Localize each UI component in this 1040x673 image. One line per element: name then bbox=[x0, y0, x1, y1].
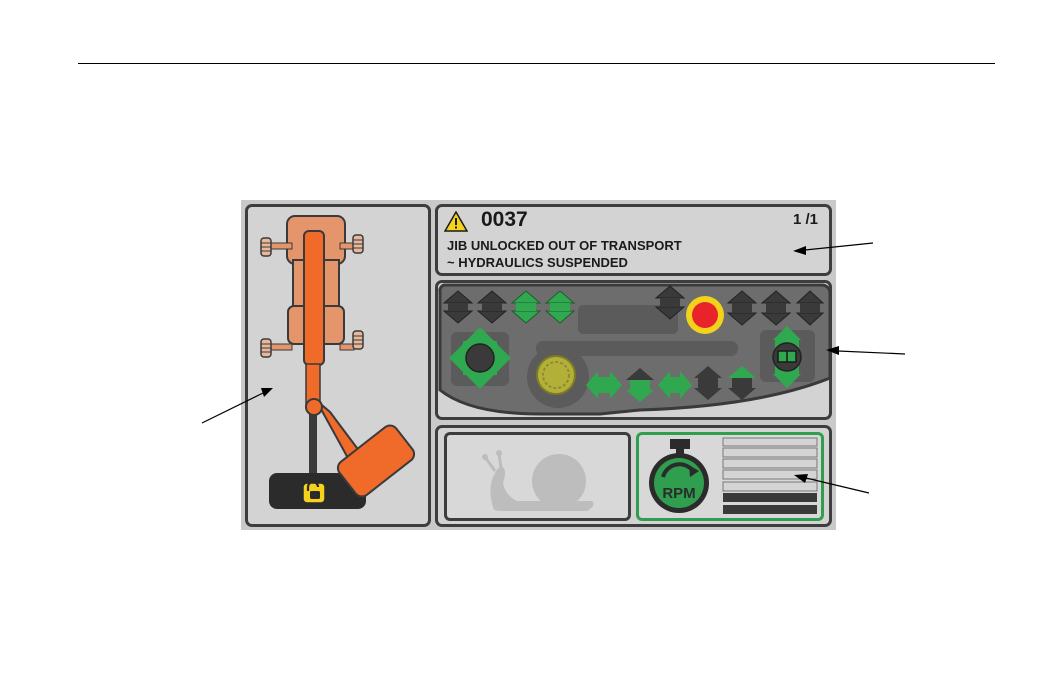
callout-arrow-message bbox=[793, 243, 873, 255]
callout-arrow-machine bbox=[202, 388, 273, 423]
callout-arrow-rpm bbox=[794, 474, 869, 493]
callout-arrow-console bbox=[826, 346, 905, 355]
